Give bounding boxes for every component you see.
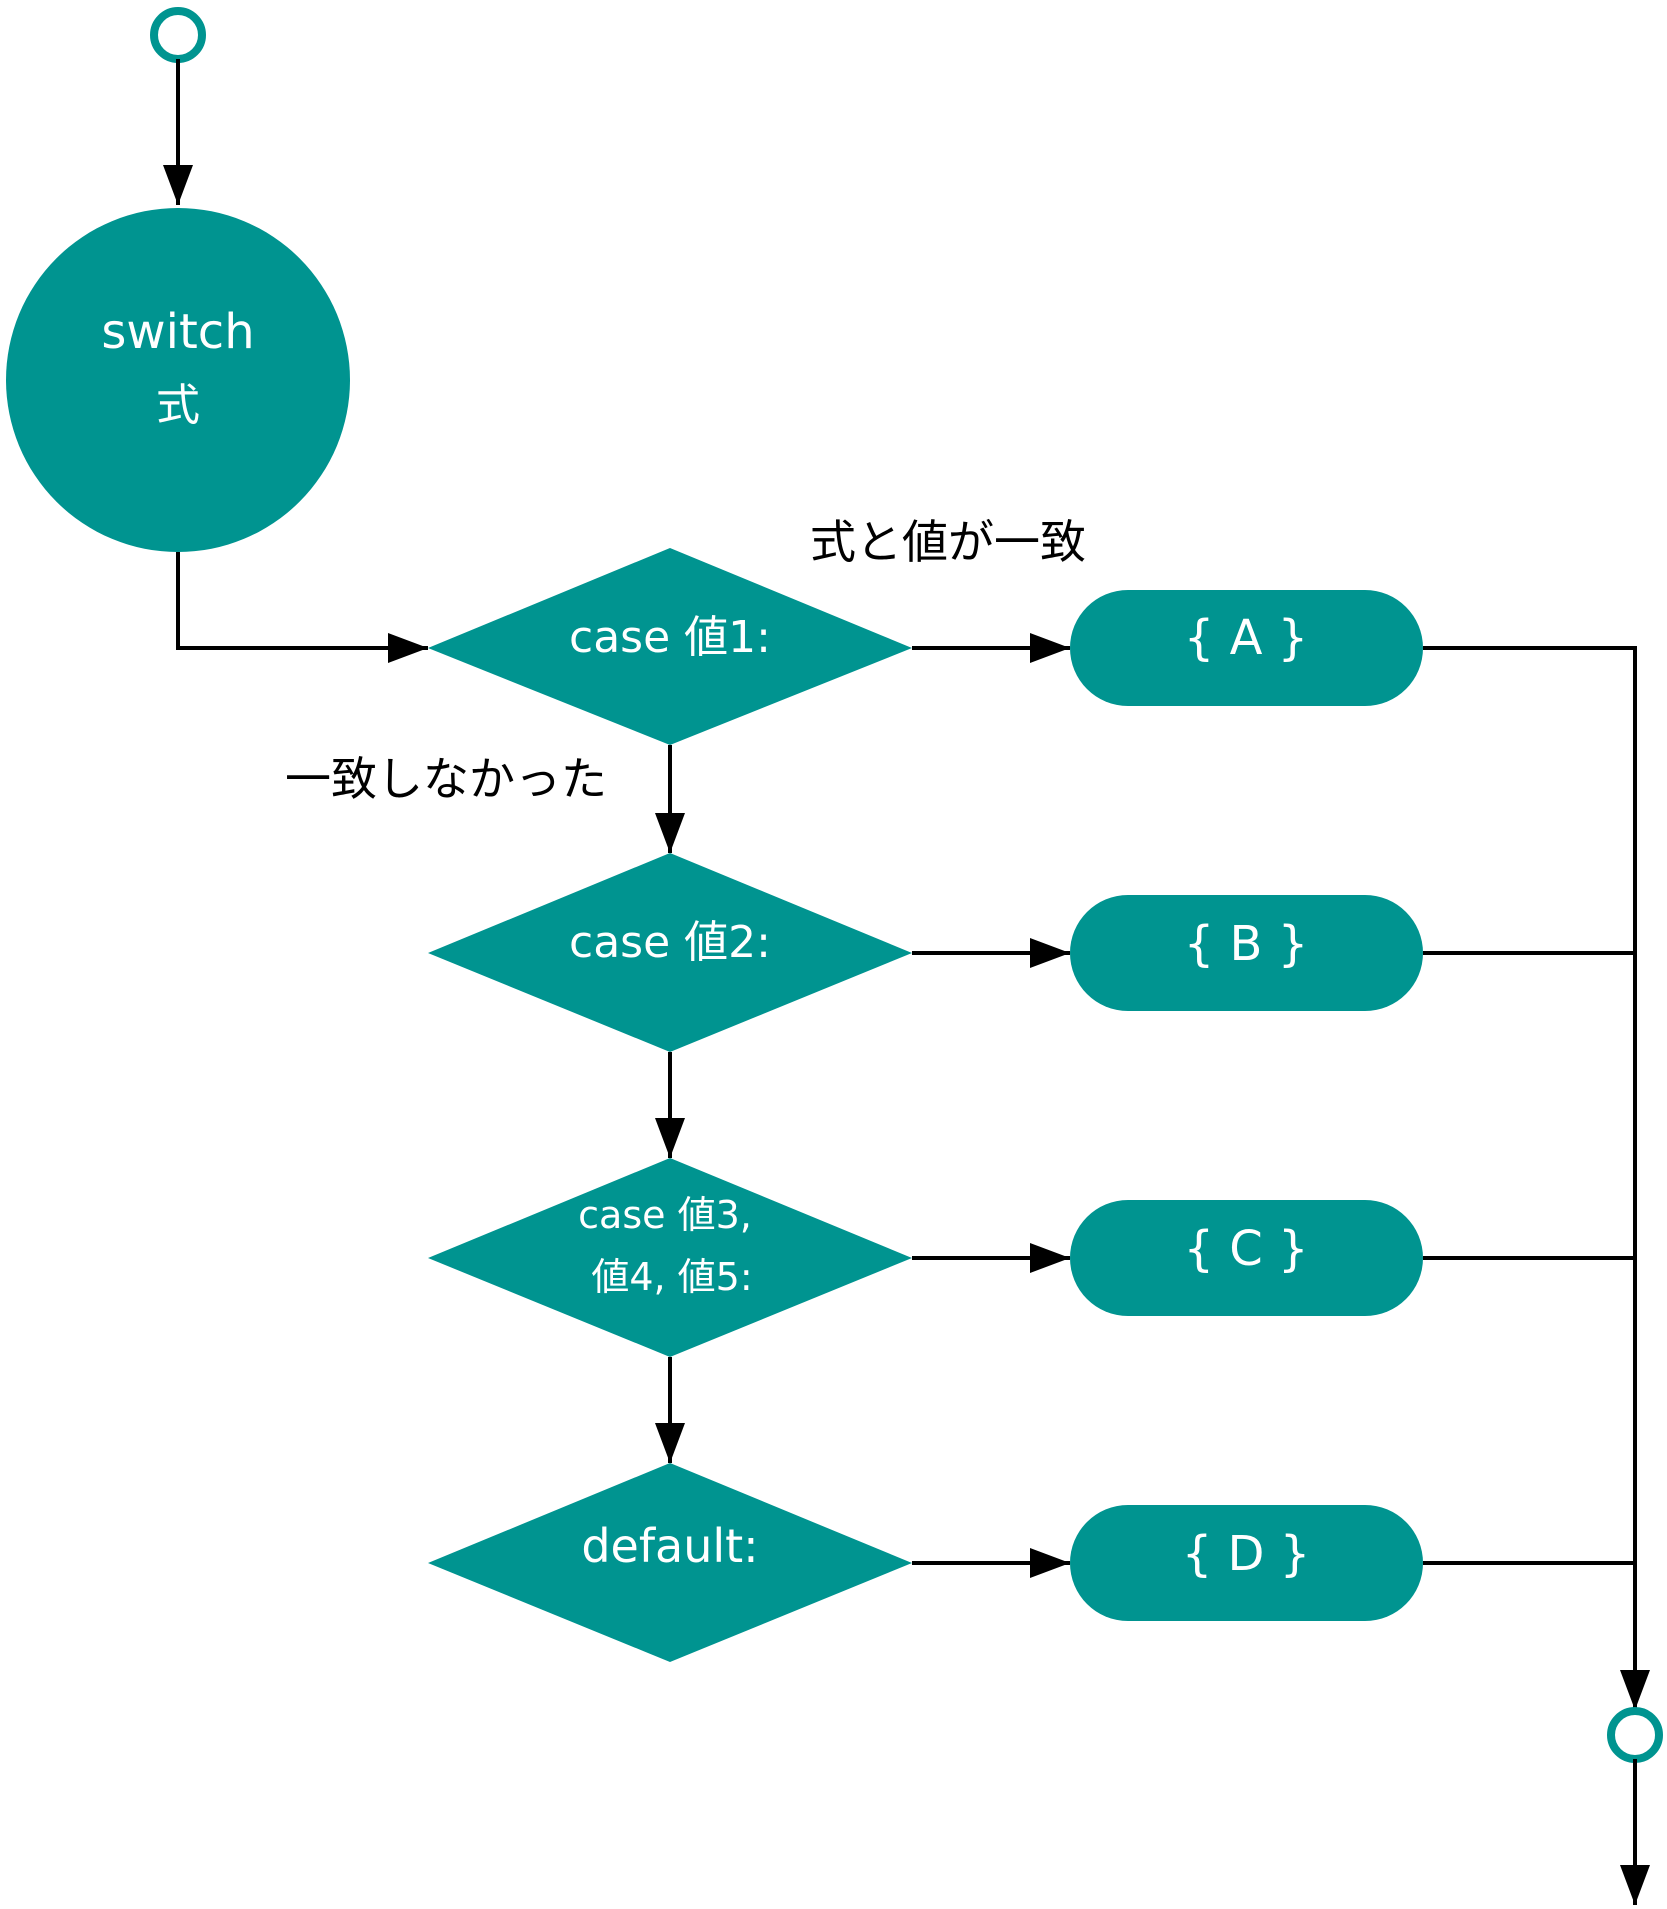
case1-diamond — [428, 548, 912, 745]
case2-label: case 値2: — [569, 917, 771, 968]
switch-expression-label: 式 — [156, 380, 200, 431]
no-match-label: 一致しなかった — [285, 752, 607, 806]
blockC — [1070, 1200, 1423, 1316]
arrow-switch-to-case1 — [176, 552, 428, 663]
line-blockA-to-merge — [1423, 646, 1637, 1710]
blockB — [1070, 895, 1423, 1011]
blockD-label: { D } — [1182, 1526, 1311, 1582]
match-label: 式と値が一致 — [810, 515, 1086, 569]
case1-label: case 値1: — [569, 612, 771, 663]
blockD — [1070, 1505, 1423, 1621]
blockA-label: { A } — [1184, 610, 1308, 666]
case2-diamond — [428, 853, 912, 1052]
default-label: default: — [581, 1519, 758, 1573]
case3-label-line1: case 値3, — [578, 1193, 752, 1237]
start-node — [150, 7, 206, 63]
end-node — [1607, 1707, 1663, 1763]
blockA — [1070, 590, 1423, 706]
case3-diamond — [428, 1158, 912, 1357]
default-diamond — [428, 1463, 912, 1662]
switch-node — [6, 208, 350, 552]
blockC-label: { C } — [1183, 1221, 1308, 1277]
case3-label-line2: 値4, 値5: — [591, 1255, 752, 1299]
blockB-label: { B } — [1184, 916, 1309, 972]
switch-label: switch — [101, 304, 254, 360]
